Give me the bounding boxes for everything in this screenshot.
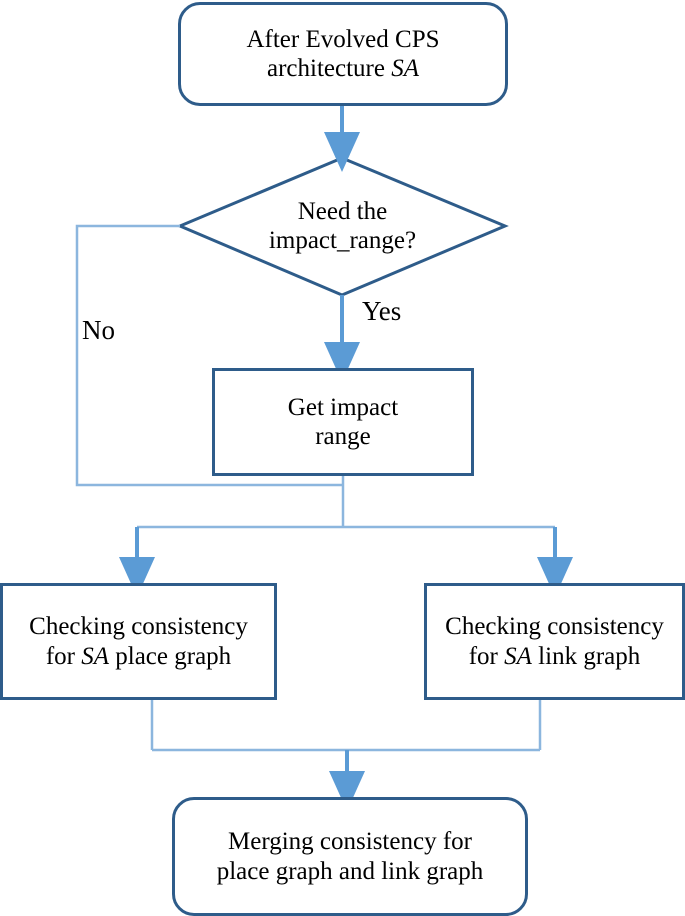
edge-label-yes: Yes — [362, 296, 402, 326]
node-check-link-line-2: for SA link graph — [435, 642, 674, 672]
node-start-line-2: architecture SA — [189, 54, 497, 84]
edge-label-no: No — [82, 315, 115, 345]
node-start-line-2-italic: SA — [391, 55, 419, 82]
node-merging-consistency[interactable]: Merging consistency for place graph and … — [172, 797, 528, 916]
node-check-link-line-2-prefix: for — [468, 642, 505, 670]
node-get-impact-range[interactable]: Get impact range — [212, 368, 474, 476]
node-check-place-line-1: Checking consistency — [29, 613, 248, 640]
node-start-line-1: After Evolved CPS — [246, 25, 440, 53]
node-check-place-line-2: for SA place graph — [11, 642, 266, 672]
node-decision-line-1: Need the — [297, 197, 388, 225]
node-check-link-line-2-italic: SA — [504, 642, 532, 670]
node-check-place-line-2-italic: SA — [81, 642, 110, 670]
node-merge-text: Merging consistency for place graph and … — [175, 827, 525, 886]
node-check-place-text: Checking consistency for SA place graph — [3, 612, 274, 671]
node-checking-consistency-link-graph[interactable]: Checking consistency for SA link graph — [424, 583, 685, 700]
node-check-link-line-1: Checking consistency — [445, 613, 664, 640]
node-decision-line-2: impact_range? — [268, 227, 417, 254]
node-merge-line-1: Merging consistency for — [228, 828, 472, 855]
node-get-range-line-2: range — [315, 423, 371, 450]
node-start-after-evolved-cps[interactable]: After Evolved CPS architecture SA — [178, 2, 508, 106]
node-start-text: After Evolved CPS architecture SA — [181, 25, 505, 84]
node-merge-line-2: place graph and link graph — [216, 857, 484, 885]
node-check-link-line-2-suffix: link graph — [531, 642, 641, 670]
node-checking-consistency-place-graph[interactable]: Checking consistency for SA place graph — [0, 583, 277, 700]
node-decision-text: Need the impact_range? — [205, 197, 480, 256]
node-get-range-text: Get impact range — [215, 393, 471, 452]
node-check-place-line-2-suffix: place graph — [109, 642, 232, 670]
edge-decision-no-bypass — [75, 224, 343, 487]
node-get-range-line-1: Get impact — [287, 393, 399, 421]
node-check-link-text: Checking consistency for SA link graph — [427, 612, 682, 671]
node-start-line-2-prefix: architecture — [267, 55, 392, 82]
node-check-place-line-2-prefix: for — [45, 642, 82, 670]
node-decision-need-impact-range[interactable]: Need the impact_range? — [205, 180, 480, 272]
